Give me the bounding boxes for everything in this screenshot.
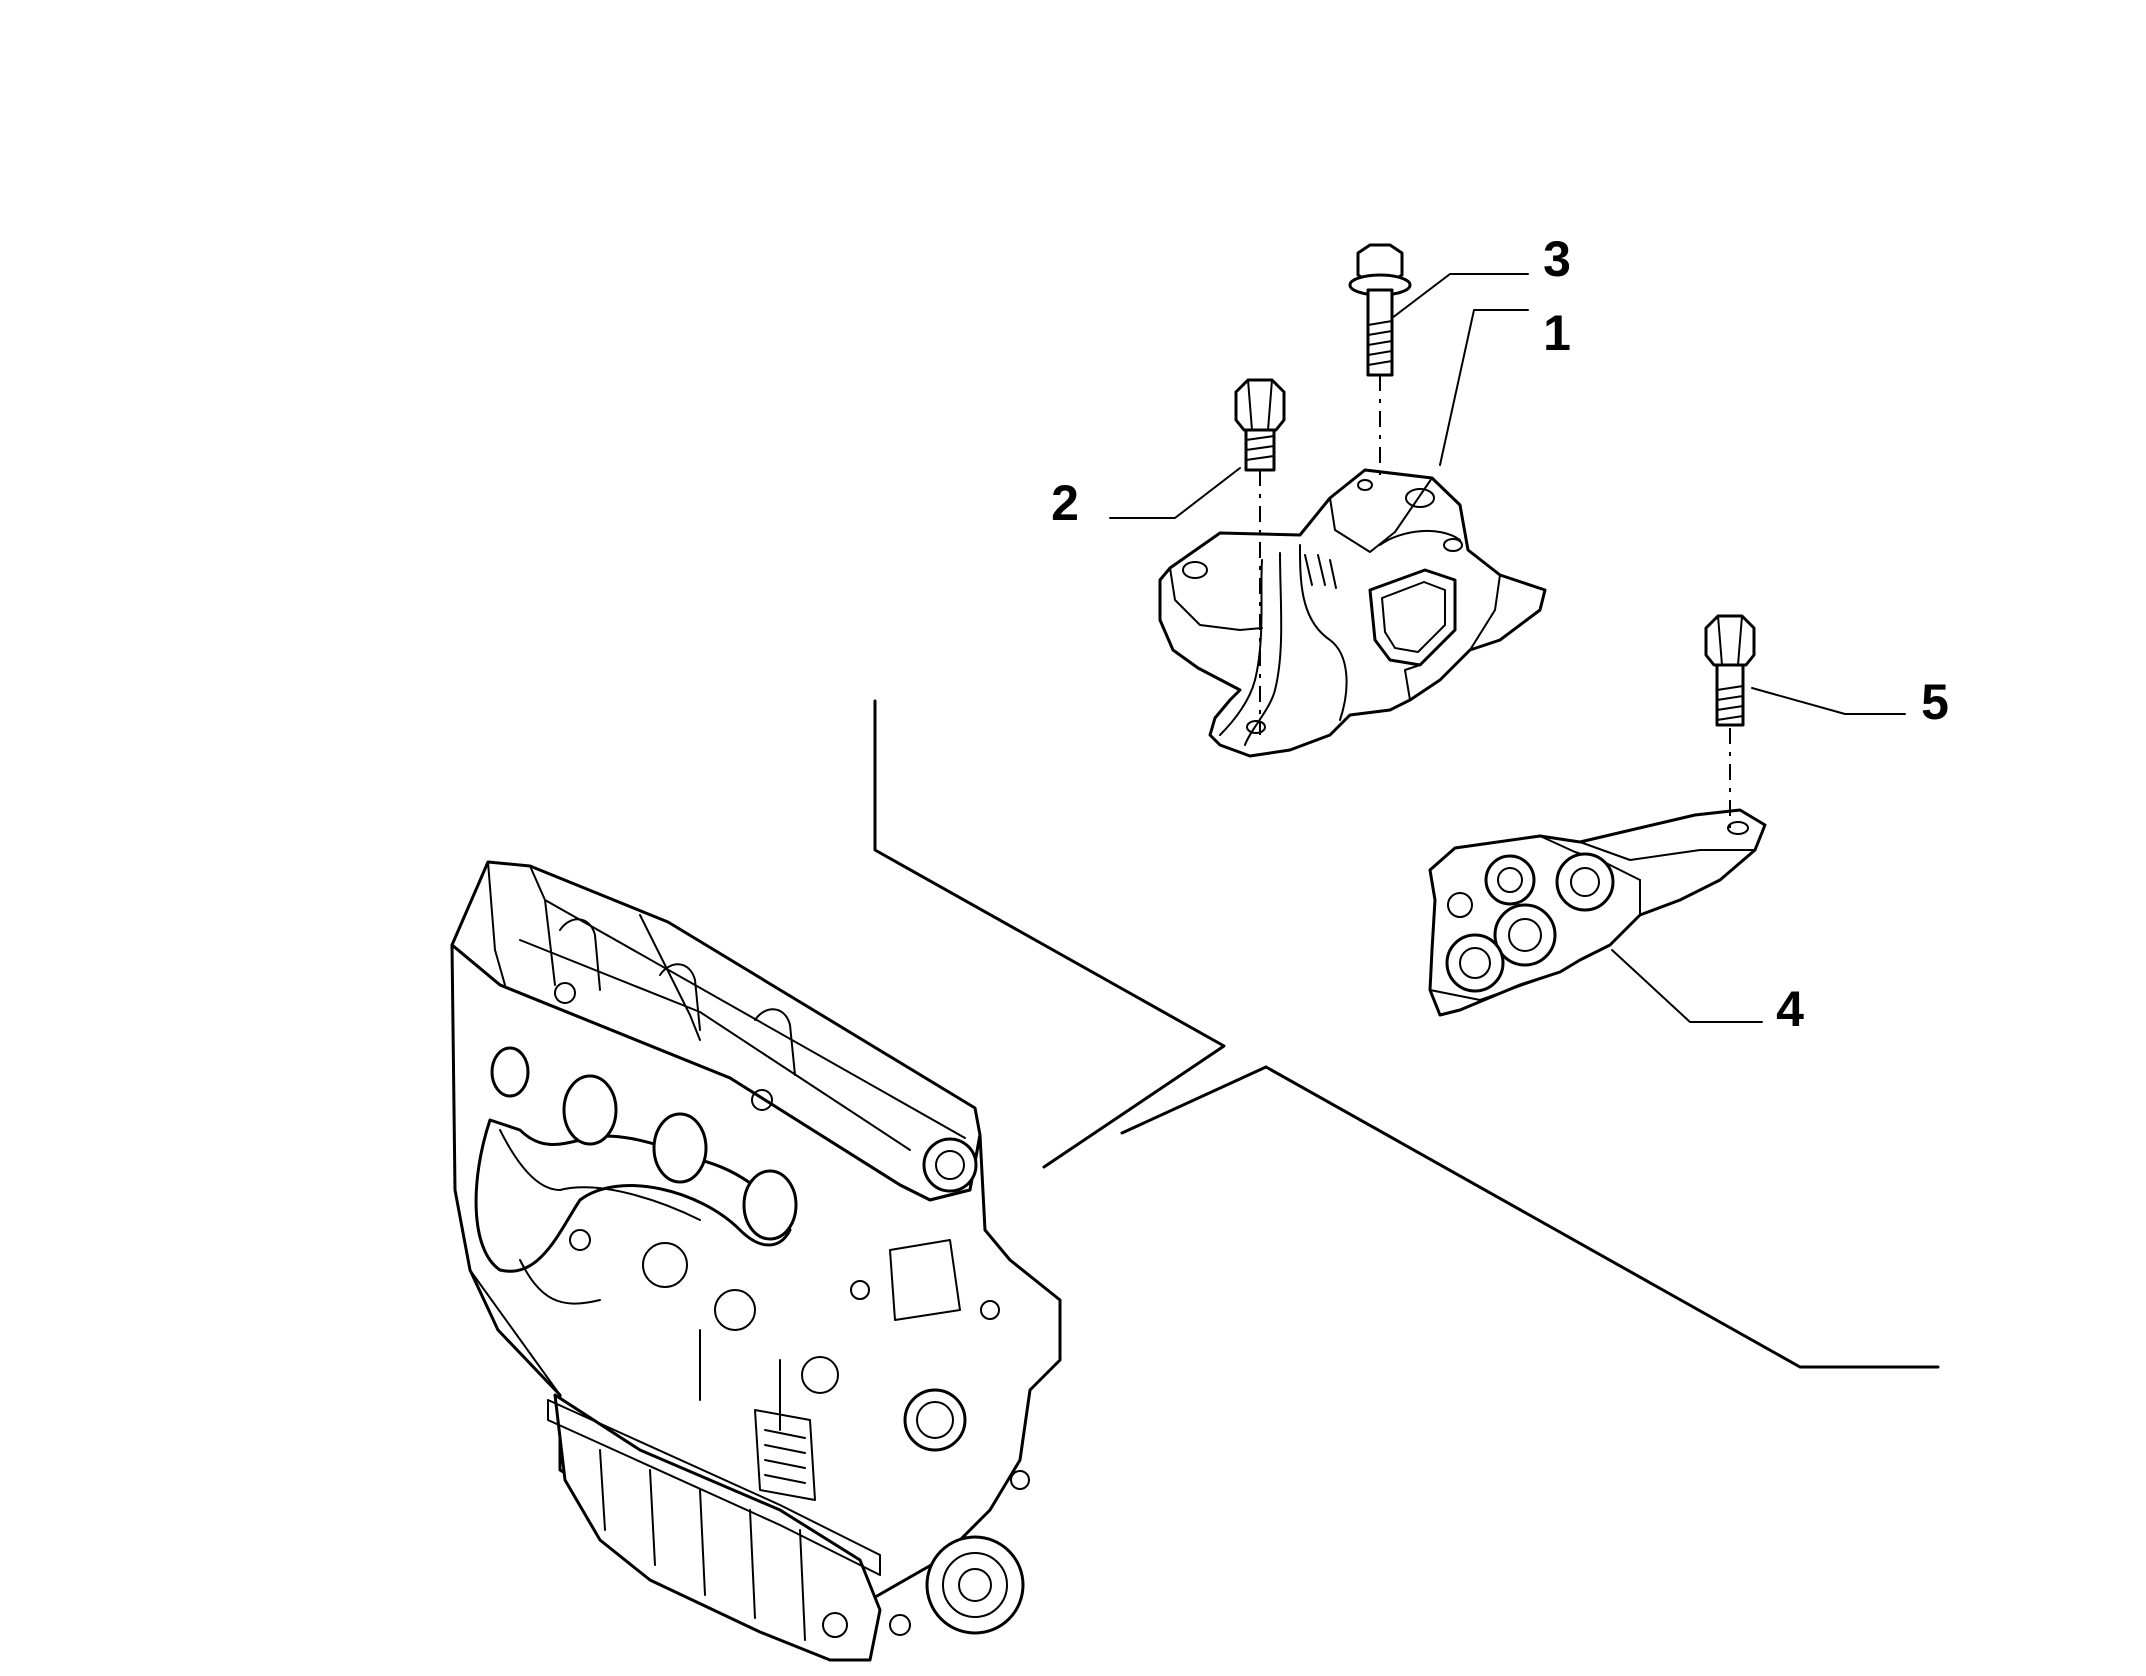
engine-mount-part-1 (1158, 468, 1547, 758)
callout-labels: 1 2 3 4 5 (1051, 231, 1949, 1037)
flange-bolt-part-3 (1348, 243, 1412, 480)
callout-1: 1 (1543, 305, 1571, 361)
callout-3: 3 (1543, 231, 1571, 287)
mount-bracket-part-4 (1428, 808, 1767, 1017)
leader-line-5 (1751, 687, 1906, 715)
leader-lines (1109, 273, 1906, 1023)
leader-line-3 (1391, 273, 1529, 319)
callout-4: 4 (1776, 981, 1804, 1037)
engine-block (450, 860, 1062, 1662)
leader-line-1 (1439, 309, 1529, 466)
bolt-part-5 (1704, 614, 1756, 830)
leader-line-4 (1611, 949, 1763, 1023)
leader-line-2 (1109, 467, 1241, 519)
callout-2: 2 (1051, 475, 1079, 531)
group-bracket-lines (873, 699, 1940, 1369)
callout-5: 5 (1921, 674, 1949, 730)
bolt-part-2 (1234, 378, 1286, 735)
